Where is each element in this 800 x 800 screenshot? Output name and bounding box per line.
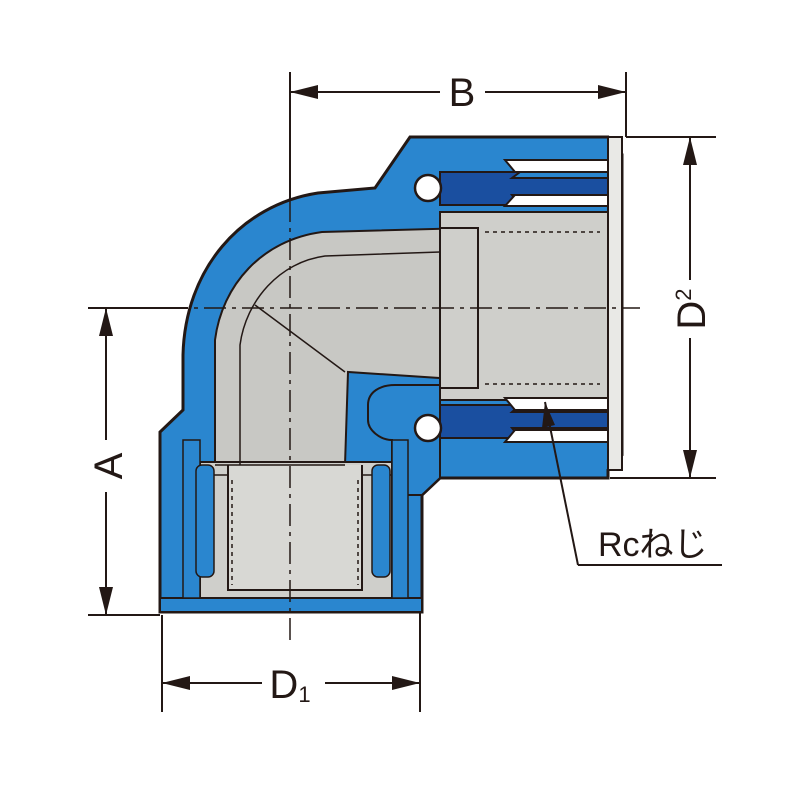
- lower-ring-slot: [502, 397, 609, 411]
- dimension-a: [88, 307, 188, 616]
- bottom-rim: [159, 597, 423, 613]
- bottom-socket-inner: [227, 465, 363, 591]
- dimension-d2-sub: 2: [671, 288, 696, 300]
- bottom-right-band: [391, 439, 409, 599]
- dimension-d1-sub: 1: [298, 682, 310, 707]
- right-socket: [439, 211, 611, 401]
- dimension-b: [289, 72, 627, 200]
- dimension-d2-label: D2: [670, 288, 714, 329]
- lower-ring-slot-lower: [502, 429, 609, 443]
- lower-bolt-hole: [413, 413, 443, 443]
- right-thread-marks: [485, 231, 600, 385]
- bottom-thread-inserts: [195, 464, 391, 578]
- dimension-a-label: A: [87, 452, 131, 479]
- thread-callout-label: Rcねじ: [598, 526, 708, 564]
- dimension-d2-main: D: [670, 301, 714, 330]
- upper-bolt-hole: [413, 173, 443, 203]
- dimension-d1-label: D1: [269, 663, 310, 707]
- dimension-b-label: B: [449, 71, 476, 115]
- upper-ring-slot-lower: [502, 194, 609, 207]
- right-end-face: [607, 136, 623, 471]
- dimension-d1: [161, 612, 421, 712]
- inner-bore-lines: [215, 251, 441, 466]
- fitting-body: [158, 135, 624, 614]
- dimension-d1-main: D: [269, 663, 298, 707]
- upper-ring-slot: [502, 159, 609, 173]
- thread-callout-leader: [542, 401, 722, 566]
- dimension-d2: [610, 136, 716, 479]
